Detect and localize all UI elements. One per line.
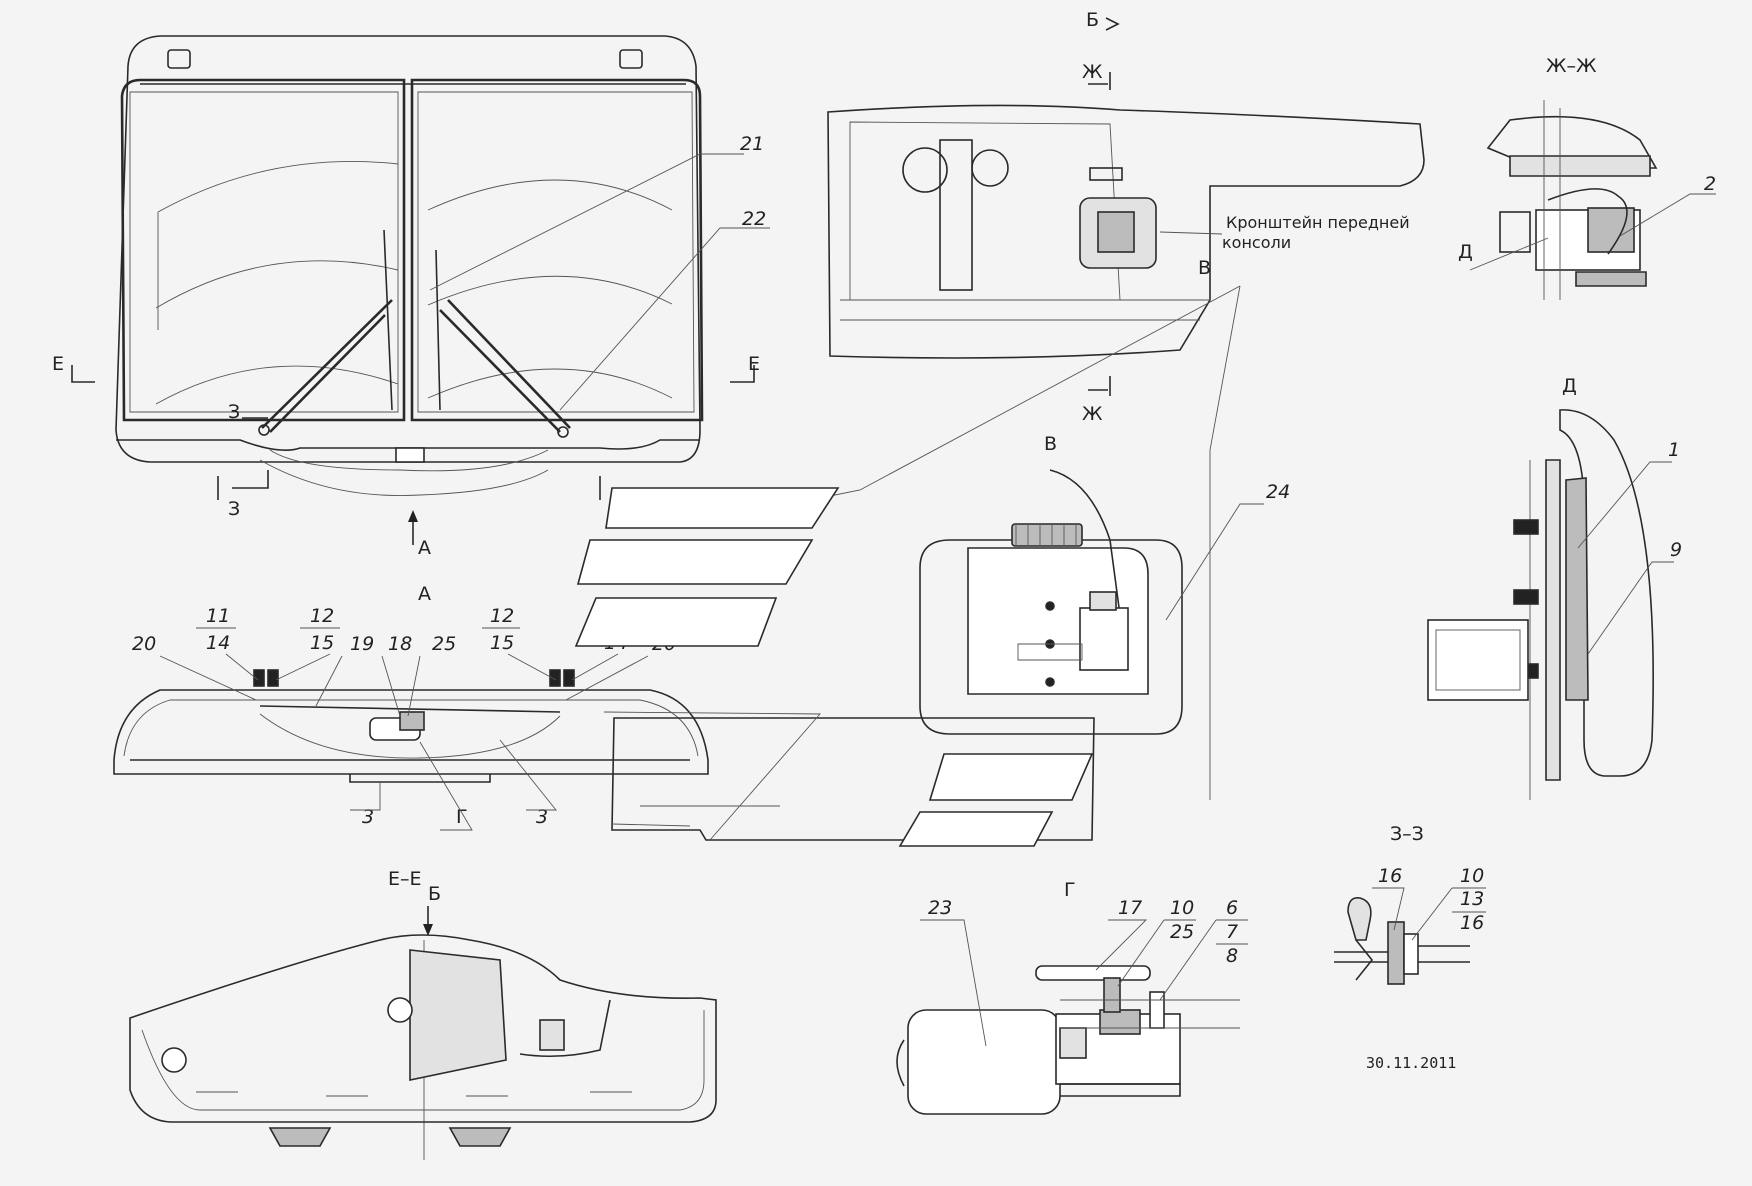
part-3a-label: 3 [362, 806, 374, 828]
part-15b-label: 15 [490, 632, 514, 654]
part-25a-label: 25 [432, 633, 456, 655]
part-3b-label: 3 [536, 806, 548, 828]
e-section-title: Е–Е [388, 868, 422, 890]
g-callout-label: Г [456, 806, 468, 828]
a-arrow-label: А [418, 537, 431, 559]
detail-v-connectors [574, 285, 1241, 847]
part-6-label: 6 [1226, 897, 1238, 919]
part-15a-label: 15 [310, 632, 334, 654]
part-17-label: 17 [1118, 897, 1142, 919]
part-8-label: 8 [1226, 945, 1238, 967]
part-7-label: 7 [1226, 921, 1238, 943]
z-bottom-label: З [228, 498, 240, 520]
part-16a-label: 16 [1378, 865, 1402, 887]
leaders-21-22: 21 22 [429, 133, 770, 411]
part-20a-label: 20 [132, 633, 156, 655]
part-10a-label: 10 [1170, 897, 1194, 919]
z-section-title: З–З [1390, 823, 1424, 845]
part-14a-label: 14 [206, 632, 230, 654]
section-zh-zh: Ж–Ж 2 Д [1458, 55, 1716, 300]
d-view-title: Д [1562, 375, 1577, 397]
b-arrow-label: Б [1086, 9, 1099, 31]
part-16b-label: 16 [1460, 912, 1484, 934]
d-callout-label: Д [1458, 241, 1473, 263]
zh-left-top-label: Ж [1082, 61, 1103, 83]
part-12b-label: 12 [490, 605, 514, 627]
view-a-plan: А 11 14 12 15 20 19 18 25 12 15 11 14 20 [113, 583, 709, 831]
part-18-label: 18 [388, 633, 412, 655]
part-19-label: 19 [350, 633, 374, 655]
bus-front-view [115, 35, 704, 500]
part-2-label: 2 [1704, 173, 1716, 195]
section-e-markers: Е Е [52, 353, 760, 383]
zh-section-title: Ж–Ж [1546, 55, 1597, 77]
view-g-motor: Г 23 17 10 25 6 7 8 [896, 879, 1248, 1115]
section-e-e: Е–Е Б [129, 868, 717, 1160]
part-10b-label: 10 [1460, 865, 1484, 887]
view-b-dashboard: Б Ж Ж Кронштейн передней консоли В [827, 9, 1425, 425]
b-cut-label: Б [428, 883, 441, 905]
v-view-title: В [1044, 433, 1057, 455]
section-z-markers: З З [228, 401, 269, 520]
part-22-label: 22 [742, 208, 766, 230]
part-13-label: 13 [1460, 888, 1484, 910]
view-v-washer-tank: В 24 [919, 433, 1290, 735]
note-line2: консоли [1222, 233, 1291, 252]
drawing-date: 30.11.2011 [1366, 1054, 1456, 1072]
part-23-label: 23 [928, 897, 952, 919]
section-z-z: З–З 16 10 13 16 [1334, 823, 1486, 985]
part-11a-label: 11 [206, 605, 230, 627]
note-line1: Кронштейн передней [1226, 213, 1410, 232]
g-view-title: Г [1064, 879, 1076, 901]
e-left-label: Е [52, 353, 64, 375]
part-1-label: 1 [1668, 439, 1680, 461]
part-24-label: 24 [1266, 481, 1290, 503]
zh-left-bottom-label: Ж [1082, 403, 1103, 425]
z-top-label: З [228, 401, 240, 423]
part-21-label: 21 [740, 133, 764, 155]
e-right-label: Е [748, 353, 760, 375]
view-a-arrow: А [408, 510, 431, 559]
part-25b-label: 25 [1170, 921, 1194, 943]
view-a-title: А [418, 583, 431, 605]
part-12a-label: 12 [310, 605, 334, 627]
v-callout-label: В [1198, 257, 1211, 279]
part-9-label: 9 [1670, 539, 1682, 561]
view-d-mounting: Д 1 9 [1427, 375, 1682, 800]
